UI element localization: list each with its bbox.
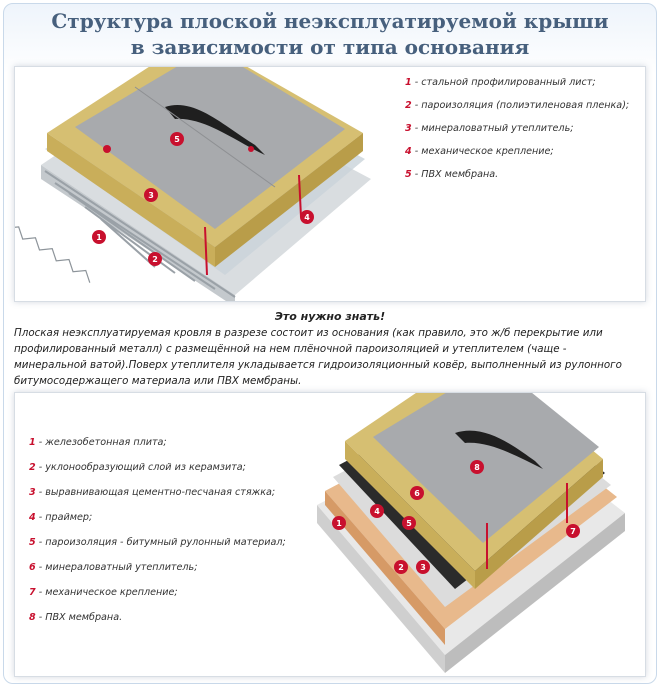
marker-6: 6 <box>410 486 424 500</box>
steel-deck-roof-illustration: 1 2 3 4 5 <box>15 67 371 301</box>
marker-1: 1 <box>332 516 346 530</box>
svg-text:3: 3 <box>420 563 426 572</box>
legend-item: 7 - механическое крепление; <box>29 587 178 598</box>
info-line-1: Плоская неэксплуатируемая кровля в разре… <box>14 327 603 339</box>
marker-2: 2 <box>394 560 408 574</box>
svg-text:8: 8 <box>474 463 480 472</box>
legend-item: 3 - минераловатный утеплитель; <box>405 123 574 134</box>
info-heading: Это нужно знать! <box>274 310 386 323</box>
mechanical-fastener <box>103 145 302 276</box>
marker-2: 2 <box>148 252 162 266</box>
svg-text:3: 3 <box>148 191 154 200</box>
title-line-1: Структура плоской неэксплуатируемой крыш… <box>51 9 609 33</box>
info-line-4: битумосодержащего материала или ПВХ мемб… <box>14 375 302 387</box>
svg-text:2: 2 <box>152 255 158 264</box>
info-line-2: профилированный металл) с размещённой на… <box>14 343 567 355</box>
svg-text:2: 2 <box>398 563 404 572</box>
legend-item: 1 - стальной профилированный лист; <box>405 77 596 88</box>
marker-8: 8 <box>470 460 484 474</box>
svg-text:4: 4 <box>304 213 310 222</box>
legend-item: 5 - пароизоляция - битумный рулонный мат… <box>29 537 286 548</box>
legend-item: 2 - пароизоляция (полиэтиленовая пленка)… <box>405 100 630 111</box>
info-line-3: минеральной ватой).Поверх утеплителя укл… <box>14 359 622 371</box>
svg-text:1: 1 <box>336 519 342 528</box>
svg-text:5: 5 <box>406 519 412 528</box>
svg-text:6: 6 <box>414 489 420 498</box>
marker-5: 5 <box>170 132 184 146</box>
svg-text:1: 1 <box>96 233 102 242</box>
legend-item: 5 - ПВХ мембрана. <box>405 169 499 180</box>
concrete-base-roof-illustration: 1 2 3 4 5 6 7 8 <box>317 393 625 673</box>
legend-item: 6 - минераловатный утеплитель; <box>29 562 198 573</box>
legend-item: 4 - праймер; <box>29 512 93 523</box>
pvc-membrane <box>373 393 599 543</box>
marker-1: 1 <box>92 230 106 244</box>
legend-item: 4 - механическое крепление; <box>405 146 554 157</box>
marker-5: 5 <box>402 516 416 530</box>
marker-4: 4 <box>300 210 314 224</box>
svg-text:7: 7 <box>570 527 576 536</box>
title-line-2: в зависимости от типа основания <box>130 35 530 59</box>
legend-item: 8 - ПВХ мембрана. <box>29 612 123 623</box>
marker-3: 3 <box>144 188 158 202</box>
legend-item: 3 - выравнивающая цементно-песчаная стяж… <box>29 487 276 498</box>
marker-7: 7 <box>566 524 580 538</box>
marker-4: 4 <box>370 504 384 518</box>
marker-3: 3 <box>416 560 430 574</box>
diagram-panel-concrete-base: 1 - железобетонная плита; 2 - уклонообра… <box>14 392 646 677</box>
legend-item: 2 - уклонообразующий слой из керамзита; <box>29 462 246 473</box>
svg-text:4: 4 <box>374 507 380 516</box>
legend-item: 1 - железобетонная плита; <box>29 437 167 448</box>
svg-text:5: 5 <box>174 135 180 144</box>
page-title: Структура плоской неэксплуатируемой крыш… <box>0 8 660 60</box>
info-text-block: Это нужно знать! Плоская неэксплуатируем… <box>14 309 646 389</box>
pvc-membrane <box>75 67 345 229</box>
mechanical-fastener <box>486 483 568 569</box>
diagram-panel-steel-deck: 1 2 3 4 5 1 - стальной профилированный л… <box>14 66 646 302</box>
